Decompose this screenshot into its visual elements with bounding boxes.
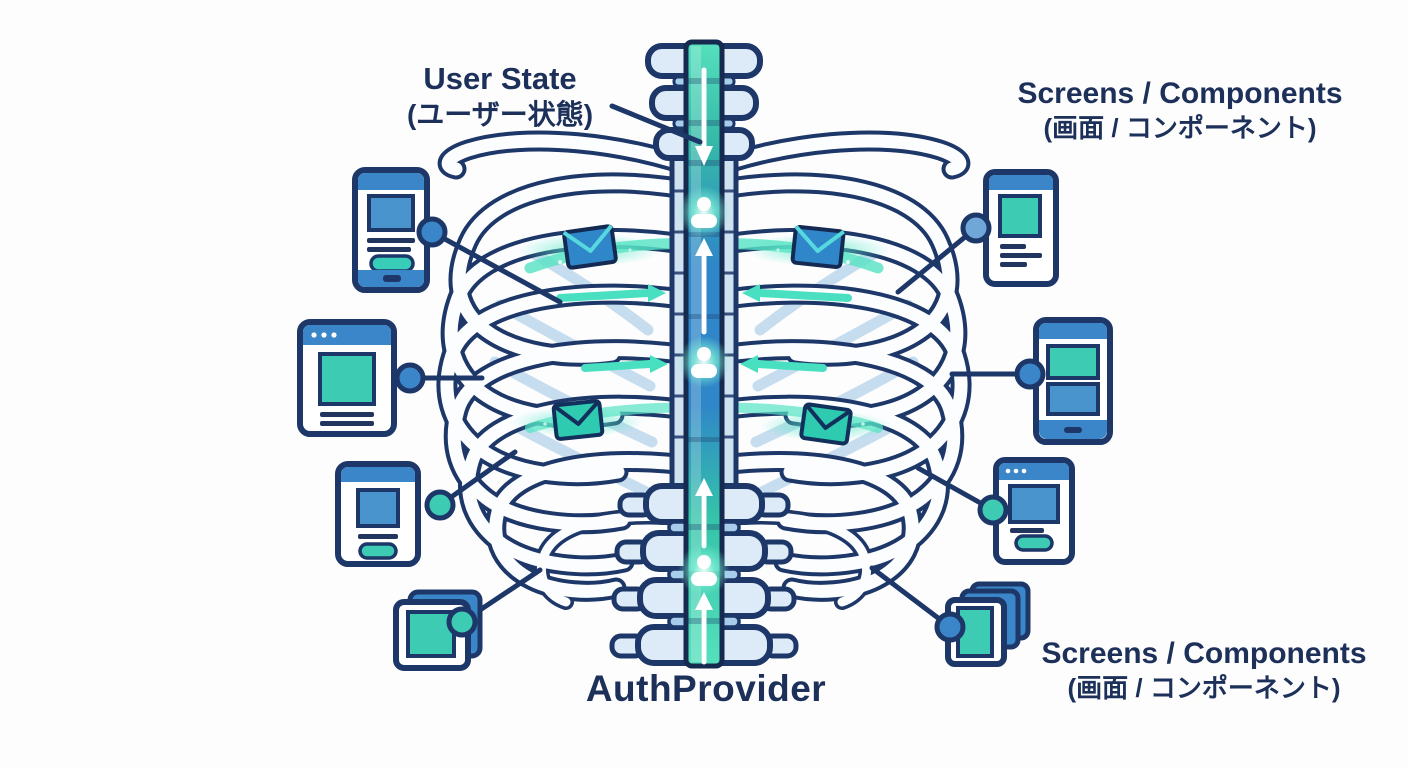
user-state-pointer-line	[609, 103, 703, 145]
browser-window-icon	[297, 319, 397, 437]
connector-dot	[416, 216, 448, 248]
spine	[609, 39, 799, 669]
user-state-label: User State (ユーザー状態)	[330, 60, 670, 132]
tablet-card-icon	[983, 169, 1059, 287]
connector-dot	[424, 489, 456, 521]
connector-dot	[394, 362, 426, 394]
envelope-icon	[562, 224, 618, 270]
screens-components-label-bottom: Screens / Components (画面 / コンポーネント)	[1012, 636, 1396, 704]
screens-bottom-label-en: Screens / Components	[1041, 637, 1367, 670]
connector-dot	[977, 494, 1009, 526]
browser-window-icon	[993, 457, 1075, 565]
connector-dot	[934, 611, 966, 643]
screens-components-label-top: Screens / Components (画面 / コンポーネント)	[988, 76, 1372, 144]
connector-dot	[1014, 358, 1046, 390]
user-state-label-ja: (ユーザー状態)	[406, 98, 594, 130]
envelope-icon	[790, 224, 846, 270]
screens-top-label-ja: (画面 / コンポーネント)	[1043, 112, 1317, 143]
envelope-icon	[551, 399, 605, 441]
connector-dot	[446, 606, 478, 638]
mobile-card-icon	[335, 461, 421, 567]
smartphone-icon	[352, 167, 430, 293]
smartphone-icon	[1033, 317, 1113, 445]
authprovider-label: AuthProvider	[585, 668, 827, 709]
screens-bottom-label-ja: (画面 / コンポーネント)	[1067, 672, 1341, 703]
screens-top-label-en: Screens / Components	[1017, 77, 1343, 110]
connector-dots	[394, 212, 1046, 643]
inward-arrow-icon	[556, 284, 668, 373]
user-state-icons	[678, 186, 730, 596]
connector-dot	[960, 212, 992, 244]
envelope-icon	[799, 402, 853, 446]
flow-arrowheads	[695, 146, 713, 610]
user-state-label-en: User State	[423, 61, 577, 96]
